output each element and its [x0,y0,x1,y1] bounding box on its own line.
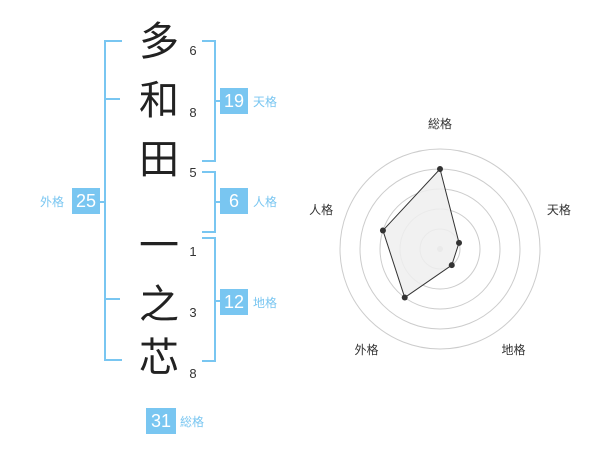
gaikaku-label: 外格 [40,195,65,209]
chikaku-bracket [202,237,216,362]
tenkaku-badge: 19 [220,88,248,114]
name-char-2: 和 [139,78,179,124]
jinkaku-label: 人格 [253,195,278,209]
stroke-count-3: 5 [189,165,197,180]
radar-point-5 [379,227,386,234]
radar-series-polygon [382,167,460,299]
jinkaku-badge: 6 [220,188,248,214]
name-char-5: 之 [139,282,179,328]
gaikaku-connector [98,201,106,203]
radar-grid-ring [339,148,541,350]
radar-axis-label-2: 天格 [546,203,571,218]
name-char-4: 一 [139,223,179,269]
tenkaku-label: 天格 [253,95,278,109]
chikaku-badge: 12 [220,289,248,315]
gaikaku-bracket [104,40,122,361]
radar-axis-label-3: 地格 [501,343,526,358]
chikaku-label: 地格 [253,296,278,310]
stroke-count-4: 1 [189,244,197,259]
chikaku-connector [214,300,222,302]
stroke-count-6: 8 [189,366,197,381]
gaikaku-tick-bottom [104,298,120,300]
radar-point-3 [448,262,455,269]
tenkaku-connector [214,100,222,102]
name-char-1: 多 [139,19,179,65]
radar-axis-label-5: 人格 [309,203,334,218]
soukaku-label: 総格 [180,415,205,429]
gaikaku-tick-top [104,98,120,100]
gaikaku-badge: 25 [72,188,100,214]
radar-axis-label-4: 外格 [354,343,379,358]
radar-axis-label-1: 総格 [427,117,453,131]
stroke-count-1: 6 [189,43,197,58]
stroke-count-5: 3 [189,305,197,320]
radar-point-1 [437,166,443,172]
radar-point-2 [456,239,463,246]
name-char-3: 田 [139,137,179,183]
soukaku-badge: 31 [146,408,176,434]
name-char-6: 芯 [139,335,179,381]
stroke-count-2: 8 [189,105,197,120]
radar-point-4 [401,294,408,301]
jinkaku-connector [214,201,222,203]
